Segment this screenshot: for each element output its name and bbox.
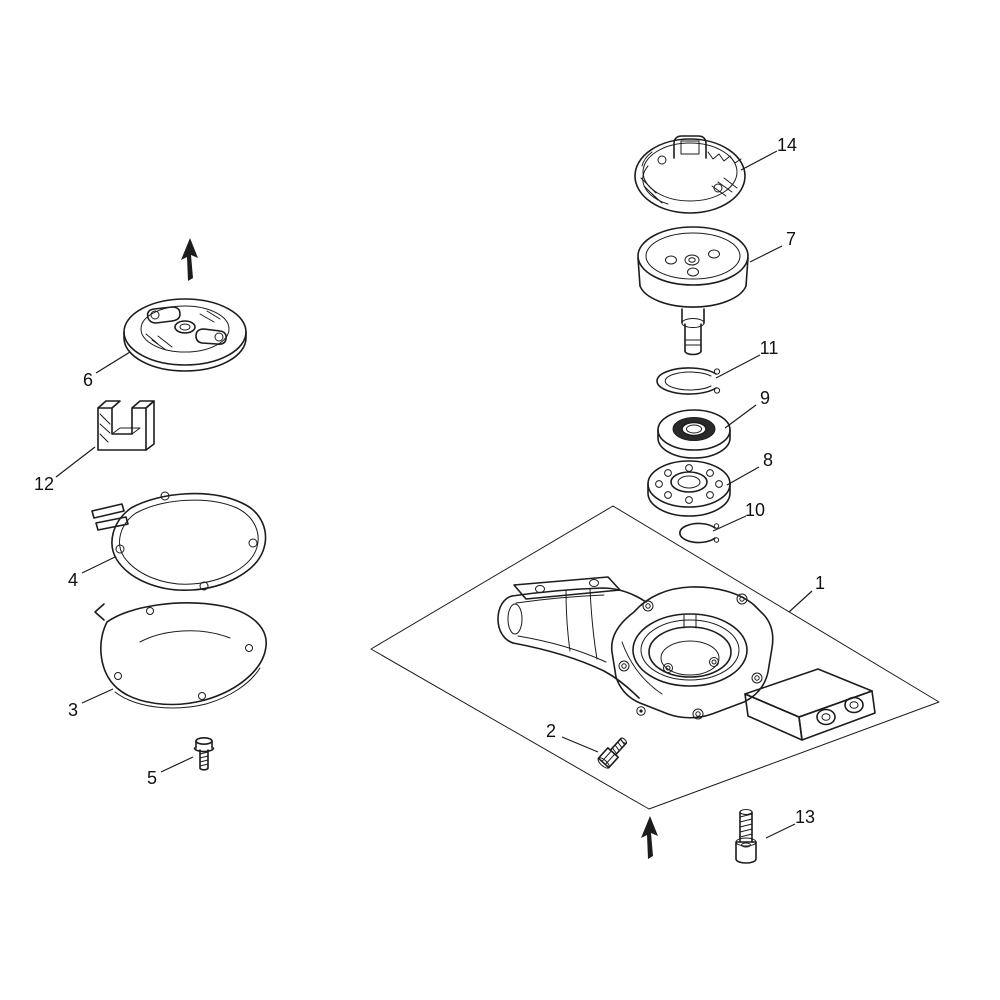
- leader-line-10: [712, 515, 747, 532]
- leader-line-9: [724, 404, 757, 429]
- part-4-gasket: [91, 491, 267, 591]
- part-number-label-10: 10: [745, 500, 765, 520]
- callout-13: 13: [765, 807, 815, 839]
- part-number-label-2: 2: [546, 721, 556, 741]
- leader-line-4: [81, 556, 116, 574]
- callout-1: 1: [788, 573, 825, 613]
- part-14-clutch-assembly: [634, 135, 746, 214]
- callout-5: 5: [147, 756, 194, 788]
- part-13-bolt: [735, 809, 757, 864]
- part-1-gearcase: [497, 576, 876, 741]
- part-5-screw: [193, 736, 215, 771]
- callout-6: 6: [83, 351, 131, 390]
- part-number-label-6: 6: [83, 370, 93, 390]
- part-number-label-7: 7: [786, 229, 796, 249]
- leader-line-2: [561, 736, 599, 753]
- part-number-label-5: 5: [147, 768, 157, 788]
- part-number-label-14: 14: [777, 135, 797, 155]
- part-number-label-9: 9: [760, 388, 770, 408]
- leader-line-7: [749, 245, 783, 263]
- orientation-arrow-top-left: [181, 238, 198, 281]
- part-number-label-8: 8: [763, 450, 773, 470]
- part-number-label-12: 12: [34, 474, 54, 494]
- leader-line-5: [160, 756, 194, 773]
- part-3-cover-plate: [94, 602, 267, 709]
- part-10-snap-ring: [679, 522, 720, 544]
- leader-line-12: [55, 446, 96, 478]
- leader-line-6: [95, 351, 131, 374]
- part-number-label-1: 1: [815, 573, 825, 593]
- part-number-label-11: 11: [760, 338, 779, 358]
- part-12-u-bracket: [97, 400, 155, 451]
- callout-10: 10: [712, 500, 765, 532]
- part-7-clutch-drum: [637, 226, 749, 356]
- leader-line-14: [740, 150, 778, 171]
- callout-4: 4: [68, 556, 116, 590]
- part-number-label-4: 4: [68, 570, 78, 590]
- leader-line-13: [765, 823, 796, 839]
- part-11-snap-ring: [656, 367, 721, 395]
- leader-line-8: [726, 466, 760, 486]
- part-2-grease-fitting: [597, 737, 628, 769]
- leader-line-1: [788, 590, 813, 613]
- part-1-gearcase-boundary: [370, 505, 940, 810]
- callout-2: 2: [546, 721, 599, 753]
- callout-8: 8: [726, 450, 773, 486]
- callout-9: 9: [724, 388, 770, 429]
- part-8-bearing: [647, 460, 731, 517]
- callout-11: 11: [715, 338, 779, 379]
- callout-7: 7: [749, 229, 796, 263]
- part-number-label-3: 3: [68, 700, 78, 720]
- callout-14: 14: [740, 135, 797, 171]
- part-number-label-13: 13: [795, 807, 815, 827]
- callout-3: 3: [68, 688, 114, 720]
- orientation-arrow-bottom: [641, 816, 658, 859]
- callout-12: 12: [34, 446, 96, 494]
- part-9-bearing: [657, 409, 731, 459]
- part-6-cam-plate: [123, 298, 247, 372]
- leader-line-11: [715, 354, 761, 379]
- leader-line-3: [81, 688, 114, 704]
